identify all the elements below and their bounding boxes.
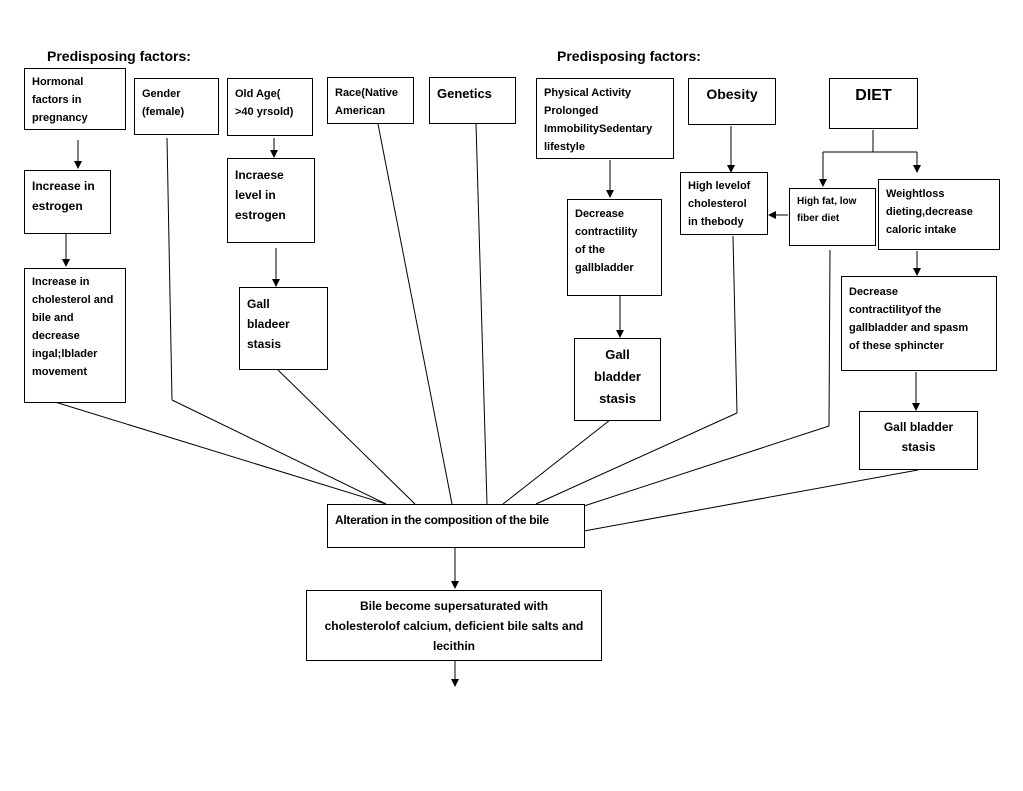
line-cholesterol-mid-to-alteration-b (535, 412, 738, 505)
decrease-contractility-box: Decrease contractility of the gallbladde… (567, 199, 662, 296)
gall-bladder-stasis-right-box: Gall bladder stasis (859, 411, 978, 470)
increase-cholesterol-box: Increase in cholesterol and bile and dec… (24, 268, 126, 403)
physical-activity-box: Physical Activity Prolonged ImmobilitySe… (536, 78, 674, 159)
heading-right: Predisposing factors: (557, 48, 701, 64)
old-age-box: Old Age( >40 yrsold) (227, 78, 313, 136)
line-genetics-to-alteration (475, 123, 488, 505)
gender-box: Gender (female) (134, 78, 219, 135)
line-highfat-to-alteration (828, 249, 831, 427)
line-cholesterol-to-alteration (54, 401, 387, 505)
race-box: Race(Native American (327, 77, 414, 124)
high-fat-diet-box: High fat, low fiber diet (789, 188, 876, 246)
gall-bladeer-stasis-box: Gall bladeer stasis (239, 287, 328, 370)
high-cholesterol-box: High levelof cholesterol in thebody (680, 172, 768, 235)
increase-estrogen-box: Increase in estrogen (24, 170, 111, 234)
weightloss-box: Weightloss dieting,decrease caloric inta… (878, 179, 1000, 250)
line-stasis-right-to-alteration (583, 469, 919, 532)
line-stasis-mid-to-alteration (502, 419, 611, 505)
line-gender-to-alteration (166, 137, 173, 401)
line-highfat-to-alteration-b (583, 425, 830, 507)
heading-left: Predisposing factors: (47, 48, 191, 64)
alteration-box: Alteration in the composition of the bil… (327, 504, 585, 548)
decrease-contractility-spasm-box: Decrease contractilityof the gallbladder… (841, 276, 997, 371)
increase-level-estrogen-box: Incraese level in estrogen (227, 158, 315, 243)
obesity-box: Obesity (688, 78, 776, 125)
line-stasis-to-alteration (277, 369, 416, 505)
genetics-box: Genetics (429, 77, 516, 124)
line-cholesterol-mid-to-alteration (732, 235, 738, 414)
supersaturated-bile-box: Bile become supersaturated with choleste… (306, 590, 602, 661)
diet-box: DIET (829, 78, 918, 129)
gall-bladder-stasis-mid-box: Gall bladder stasis (574, 338, 661, 421)
line-gender-to-alteration-b (171, 399, 387, 505)
line-race-to-alteration (377, 123, 453, 505)
hormonal-factors-box: Hormonal factors in pregnancy (24, 68, 126, 130)
